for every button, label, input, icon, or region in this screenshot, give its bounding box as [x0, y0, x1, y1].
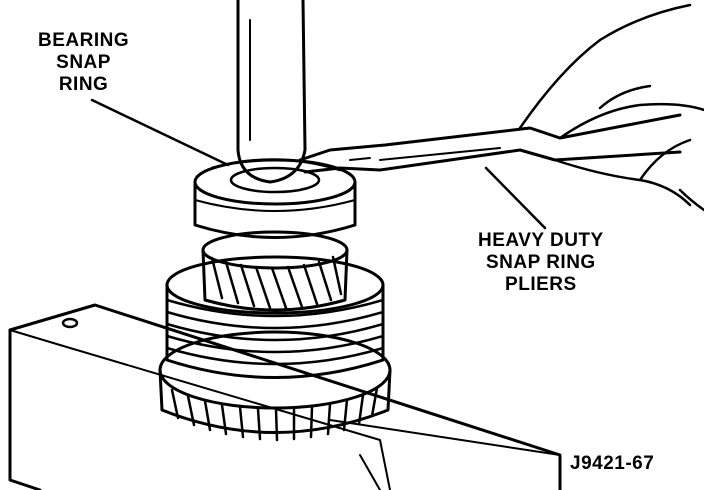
bearing-snap-ring-label: BEARING SNAP RING [38, 30, 129, 96]
label-line: BEARING [38, 30, 130, 51]
label-line: SNAP [56, 52, 111, 73]
bearing [193, 158, 357, 239]
snap-ring-pliers [298, 113, 682, 174]
label-line: HEAVY DUTY [478, 230, 604, 251]
label-line: SNAP RING [485, 252, 596, 273]
label-line: RING [58, 74, 109, 95]
heavy-duty-pliers-label: HEAVY DUTY SNAP RING PLIERS [478, 230, 604, 296]
label-line: PLIERS [505, 274, 577, 295]
bench-block [8, 303, 562, 490]
hand [518, 3, 704, 212]
helical-gear [201, 230, 349, 312]
synchronizer-sleeve [165, 255, 385, 379]
shaft [236, 0, 307, 184]
leader-bearing-snap-ring [90, 98, 230, 167]
leader-pliers [484, 166, 547, 230]
figure-id: J9421-67 [570, 453, 655, 474]
lower-gear [158, 330, 392, 442]
